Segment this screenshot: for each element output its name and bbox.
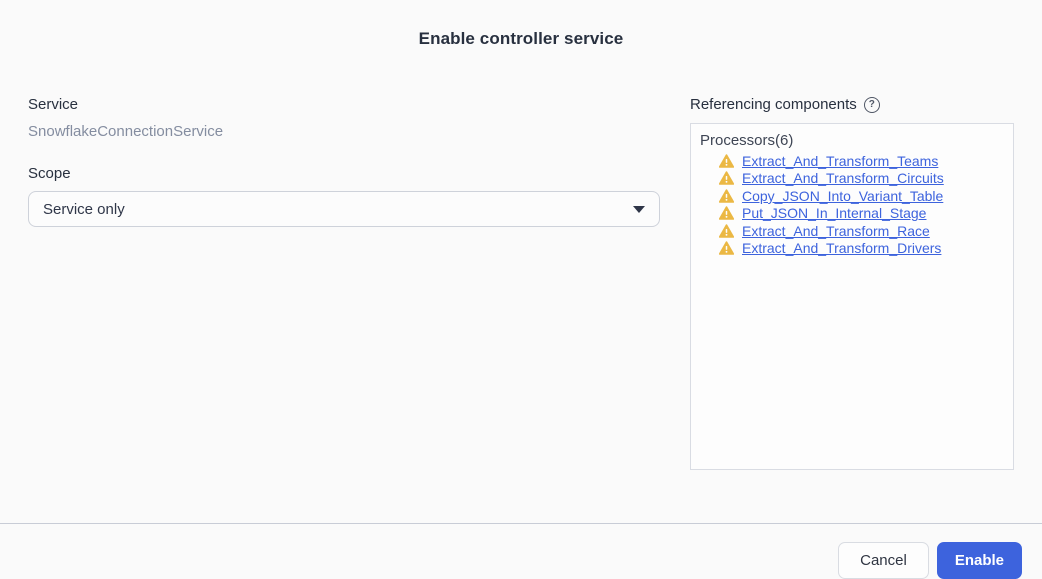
referencing-component-link[interactable]: Extract_And_Transform_Teams	[742, 152, 939, 169]
warning-icon	[719, 154, 734, 168]
warning-icon	[719, 189, 734, 203]
processors-group-label: Processors(6)	[700, 132, 794, 149]
referencing-component-link[interactable]: Extract_And_Transform_Race	[742, 222, 930, 239]
referencing-component-link[interactable]: Put_JSON_In_Internal_Stage	[742, 205, 927, 222]
warning-icon	[719, 171, 734, 185]
referencing-component-row: Put_JSON_In_Internal_Stage	[700, 205, 1004, 223]
scope-label: Scope	[28, 165, 71, 182]
referencing-components-list: Extract_And_Transform_Teams	[700, 152, 1004, 257]
service-value: SnowflakeConnectionService	[28, 123, 224, 140]
referencing-components-panel: Processors(6) Extract_A	[690, 123, 1014, 470]
referencing-component-row: Extract_And_Transform_Race	[700, 222, 1004, 240]
referencing-component-row: Extract_And_Transform_Circuits	[700, 170, 1004, 188]
scope-field: Scope Service only	[28, 165, 660, 227]
warning-icon	[719, 224, 734, 238]
dialog-content: Service SnowflakeConnectionService Scope…	[0, 96, 1042, 523]
question-circle-icon[interactable]: ?	[863, 97, 880, 113]
dialog-title: Enable controller service	[418, 29, 624, 48]
referencing-component-link[interactable]: Extract_And_Transform_Drivers	[742, 240, 942, 257]
referencing-component-link[interactable]: Extract_And_Transform_Circuits	[742, 170, 944, 187]
referencing-component-link[interactable]: Copy_JSON_Into_Variant_Table	[742, 187, 944, 204]
warning-icon	[719, 206, 734, 220]
chevron-down-icon	[633, 205, 645, 213]
referencing-component-row: Extract_And_Transform_Teams	[700, 152, 1004, 170]
service-scope-column: Service SnowflakeConnectionService Scope…	[28, 96, 660, 227]
dialog-header: Enable controller service	[0, 0, 1042, 49]
referencing-components-label: Referencing components	[690, 96, 857, 113]
referencing-components-column: Referencing components ? Processors(6)	[690, 96, 1014, 470]
referencing-component-row: Extract_And_Transform_Drivers	[700, 240, 1004, 258]
dialog-footer: Cancel Enable	[0, 523, 1042, 579]
referencing-components-header: Referencing components ?	[690, 96, 1014, 114]
warning-icon	[719, 241, 734, 255]
enable-button[interactable]: Enable	[936, 542, 1022, 579]
service-label: Service	[28, 96, 79, 113]
scope-select[interactable]: Service only	[28, 191, 660, 227]
referencing-component-row: Copy_JSON_Into_Variant_Table	[700, 187, 1004, 205]
cancel-button[interactable]: Cancel	[838, 542, 929, 579]
scope-selected-value: Service only	[43, 200, 125, 218]
